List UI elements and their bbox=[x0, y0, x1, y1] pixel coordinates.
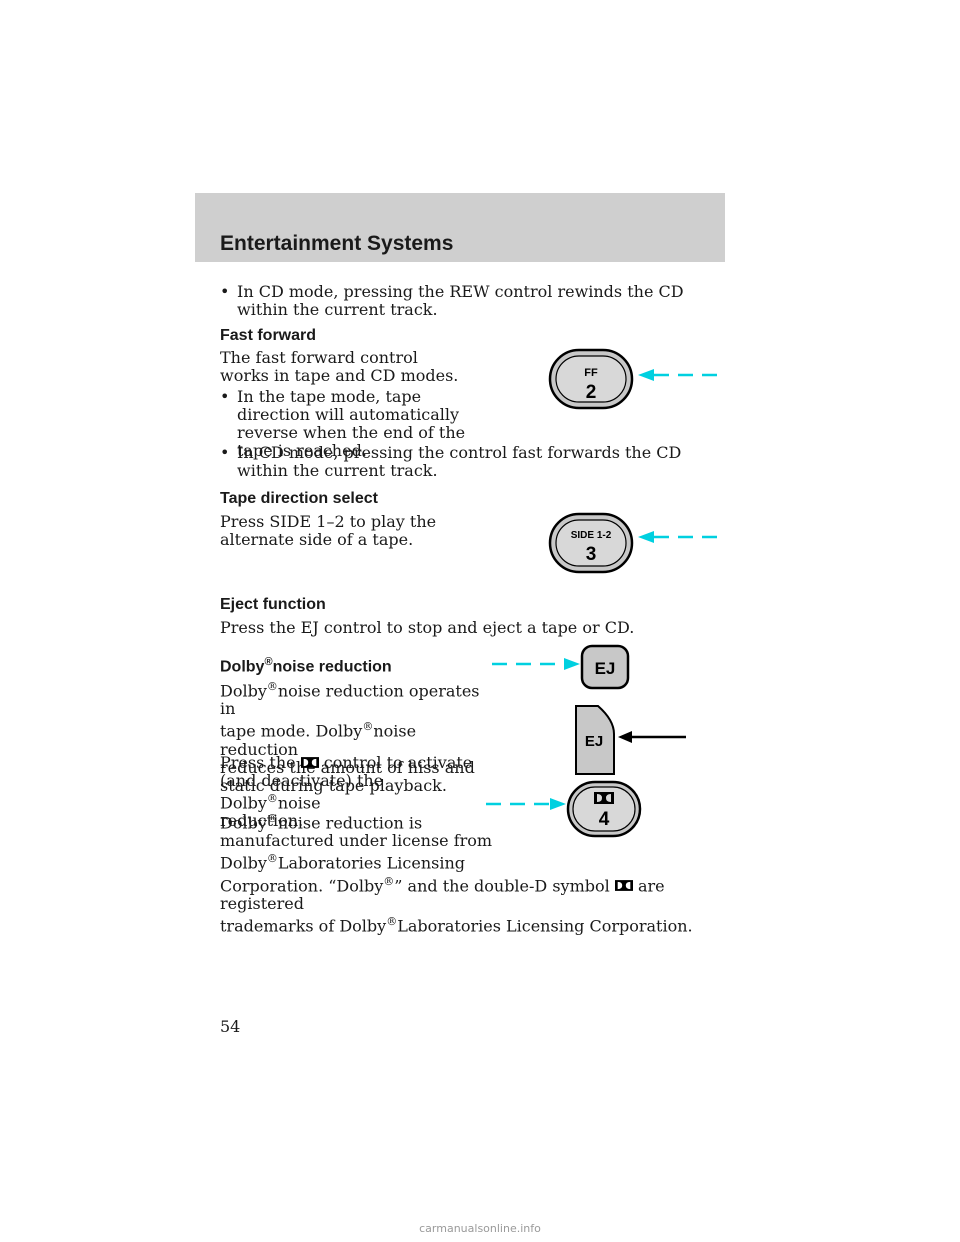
ff-arrow-icon bbox=[638, 369, 654, 381]
watermark: carmanualsonline.info bbox=[419, 1222, 541, 1235]
eject-text: Press the EJ control to stop and eject a… bbox=[220, 618, 635, 637]
ej-button-illustration: EJ bbox=[492, 644, 630, 690]
eject-heading: Eject function bbox=[220, 596, 326, 613]
dolby-description: Dolby®noise reduction operates in tape m… bbox=[220, 680, 480, 795]
dolby-heading: Dolby®noise reduction bbox=[220, 656, 392, 676]
page-title: Entertainment Systems bbox=[220, 232, 454, 255]
ej-side-illustration: EJ bbox=[575, 705, 686, 775]
ej-button-label: EJ bbox=[595, 659, 616, 678]
dolby-button-number: 4 bbox=[599, 809, 610, 830]
double-d-inline-icon bbox=[300, 757, 319, 768]
page-number: 54 bbox=[220, 1017, 241, 1036]
rew-cd-text: In CD mode, pressing the REW control rew… bbox=[237, 282, 684, 319]
dolby-license-notice: Dolby®noise reduction is manufactured un… bbox=[220, 812, 693, 936]
double-d-icon bbox=[594, 792, 614, 804]
ej-side-arrow-icon bbox=[618, 731, 632, 743]
dolby-activate-instructions: Press the control to activate (and deact… bbox=[220, 753, 473, 831]
ff-tape-text: In the tape mode, tape direction will au… bbox=[237, 387, 466, 460]
ff-button-label: FF bbox=[584, 367, 598, 379]
dolby-arrow-icon bbox=[550, 798, 566, 810]
ej-side-label: EJ bbox=[585, 733, 603, 750]
dolby-button-illustration: 4 bbox=[486, 780, 642, 838]
ff-cd-bullet: • In CD mode, pressing the control fast … bbox=[220, 444, 720, 484]
side-button-label: SIDE 1-2 bbox=[571, 530, 612, 541]
double-d-symbol-icon bbox=[614, 880, 633, 891]
side-button-illustration: SIDE 1-2 3 bbox=[548, 512, 724, 574]
tape-direction-heading: Tape direction select bbox=[220, 490, 378, 507]
fast-forward-intro: The fast forward control works in tape a… bbox=[220, 348, 459, 385]
ej-arrow-icon bbox=[564, 658, 580, 670]
header-band bbox=[195, 193, 725, 262]
ff-cd-text: In CD mode, pressing the control fast fo… bbox=[237, 443, 682, 480]
side-arrow-icon bbox=[638, 531, 654, 543]
ff-button-number: 2 bbox=[586, 382, 597, 403]
ff-tape-bullet: • In the tape mode, tape direction will … bbox=[220, 388, 480, 460]
tape-direction-text: Press SIDE 1–2 to play the alternate sid… bbox=[220, 512, 437, 549]
rew-cd-bullet: • In CD mode, pressing the REW control r… bbox=[220, 283, 720, 323]
ff-button-illustration: FF 2 bbox=[548, 348, 724, 410]
fast-forward-heading: Fast forward bbox=[220, 327, 317, 344]
side-button-number: 3 bbox=[586, 544, 597, 565]
